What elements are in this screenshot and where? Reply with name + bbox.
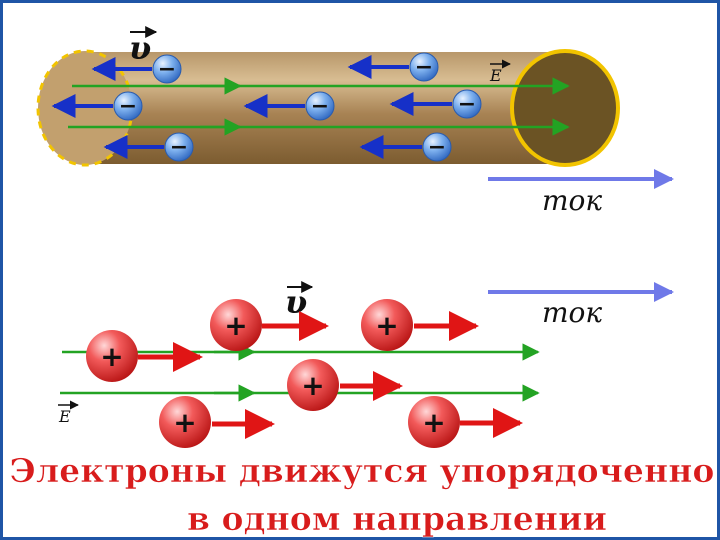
electron: −: [423, 133, 451, 161]
particle-sign: +: [301, 369, 324, 402]
electron: −: [165, 133, 193, 161]
velocity-label: υ: [129, 29, 151, 67]
caption-line-2: в одном направлении: [187, 499, 607, 538]
electron: −: [153, 55, 181, 83]
electron: −: [114, 92, 142, 120]
velocity-label-bottom: υ: [285, 283, 312, 321]
electron: −: [410, 53, 438, 81]
positive-particle: +: [408, 396, 460, 448]
conductor-far-end: [512, 51, 618, 165]
caption-line-1: Электроны движутся упорядоченно: [10, 451, 715, 490]
particle-sign: +: [422, 406, 445, 439]
electron-sign: −: [119, 94, 137, 119]
particle-sign: +: [100, 340, 123, 373]
positive-particle: +: [210, 299, 262, 351]
positive-particle: +: [159, 396, 211, 448]
electron-sign: −: [428, 135, 446, 160]
current-indicator-bottom: ток: [488, 292, 672, 329]
positive-particle: +: [86, 330, 138, 382]
electron-sign: −: [158, 57, 176, 82]
current-label: ток: [542, 296, 602, 329]
particle-sign: +: [375, 309, 398, 342]
electron-sign: −: [458, 92, 476, 117]
field-label: E: [489, 66, 502, 85]
velocity-label: υ: [285, 283, 307, 321]
field-label: E: [58, 407, 71, 426]
electron-sign: −: [415, 55, 433, 80]
current-indicator-top: ток: [488, 179, 672, 217]
particle-sign: +: [224, 309, 247, 342]
positive-particle: +: [361, 299, 413, 351]
field-vector-label-bottom: E: [58, 405, 78, 426]
particle-sign: +: [173, 406, 196, 439]
positive-particles: + + + + + +: [86, 299, 520, 448]
current-label: ток: [542, 184, 602, 217]
positive-particle: +: [287, 359, 339, 411]
electron: −: [306, 92, 334, 120]
electron: −: [453, 90, 481, 118]
electron-sign: −: [311, 94, 329, 119]
electron-sign: −: [170, 135, 188, 160]
